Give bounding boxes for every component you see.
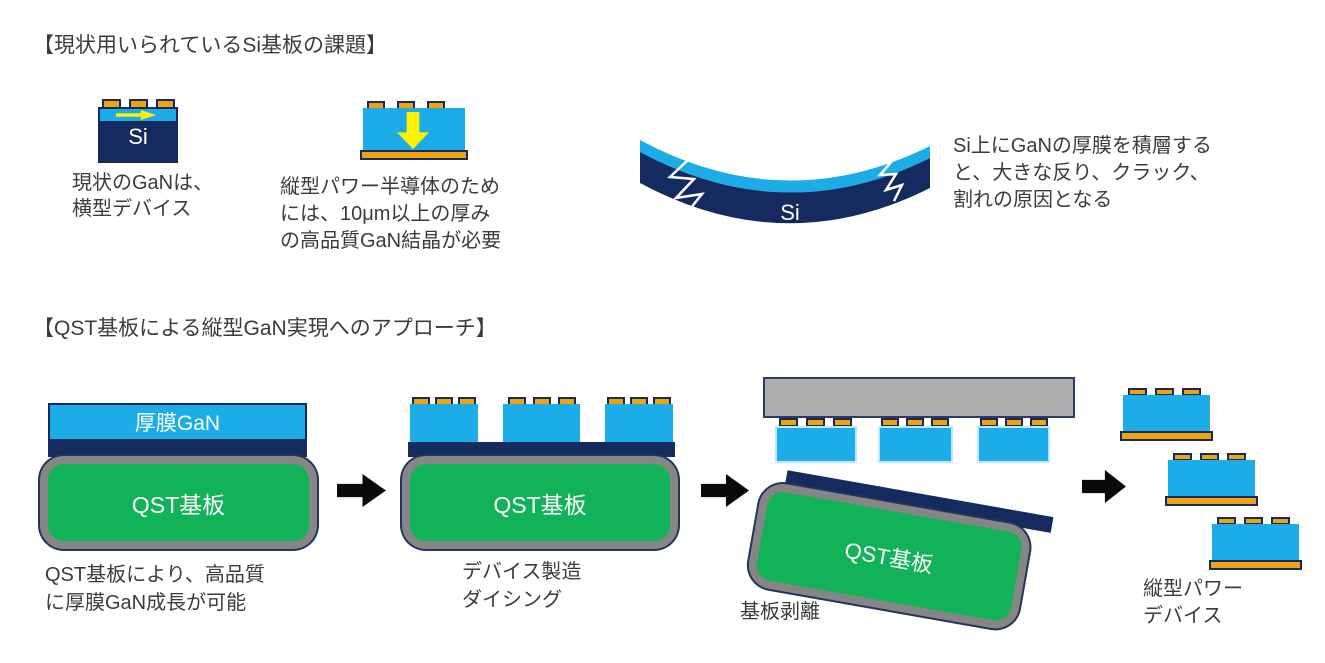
gan-chip [878,426,953,463]
si-label: Si [128,124,148,149]
caption: 縦型パワー半導体のため には、10μm以上の厚み の高品質GaN結晶が必要 [280,174,501,255]
flow-arrow-icon [1082,470,1126,503]
gan-chip [410,404,478,442]
si-label: Si [780,200,800,225]
caption-line: には、10μm以上の厚み [280,203,491,225]
flow-arrow-icon [701,474,749,507]
caption-line: 縦型パワー半導体のため [280,176,500,198]
gan-chip [977,426,1050,463]
flow-arrow-icon [337,474,386,507]
caption: QST基板により、高品質 に厚膜GaN成長が可能 [45,561,265,617]
caption-line: に厚膜GaN成長が可能 [45,592,247,614]
gan-chip [1212,524,1299,561]
caption-line: ダイシング [462,589,562,611]
qst-substrate-label: QST基板 [842,537,936,578]
bottom-electrode [1209,560,1302,570]
caption: 基板剥離 [740,599,820,626]
qst-substrate: QST基板 [40,456,317,549]
caption: 縦型パワー デバイス [1143,576,1243,630]
caption-line: デバイス製造 [462,561,582,583]
bottom-electrode [1120,431,1213,441]
caption: 現状のGaNは、 横型デバイス [72,170,213,222]
caption-line: 割れの原因となる [953,189,1113,211]
gan-buffer-band [48,441,307,457]
caption-line: 縦型パワー [1143,578,1243,600]
qst-substrate-label: QST基板 [493,491,587,518]
section2-title: 【QST基板による縦型GaN実現へのアプローチ】 [33,317,497,340]
crack-icon [877,160,905,202]
si-substrate [640,152,930,224]
gan-layer [640,140,930,193]
caption: Si上にGaNの厚膜を積層する と、大きな反り、クラック、 割れの原因となる [953,133,1212,214]
caption-line: 横型デバイス [72,198,192,220]
qst-substrate: QST基板 [402,456,678,549]
crack-icon [667,159,705,215]
gan-chip [775,426,857,463]
gan-chip [1168,460,1255,497]
warped-wafer-figure: Si [640,140,930,225]
gan-chip [605,404,673,442]
caption-line: と、大きな反り、クラック、 [953,162,1210,184]
qst-substrate-label: QST基板 [131,491,226,518]
thick-gan-layer: 厚膜GaN [48,403,307,441]
caption-line: 基板剥離 [740,601,820,623]
carrier-plate [763,377,1075,418]
bottom-electrode [1165,496,1258,506]
bottom-electrode [360,150,468,160]
caption-line: Si上にGaNの厚膜を積層する [953,135,1212,157]
right-arrow-icon [116,110,156,120]
caption-line: の高品質GaN結晶が必要 [280,230,502,252]
gan-chip [503,404,580,442]
caption: デバイス製造 ダイシング [462,558,581,614]
caption-line: 現状のGaNは、 [72,172,214,194]
caption-line: QST基板により、高品質 [45,564,265,586]
gan-buffer-band [408,442,675,457]
caption-line: デバイス [1143,605,1223,627]
section1-title: 【現状用いられているSi基板の課題】 [33,34,388,57]
gan-chip [1123,395,1210,432]
